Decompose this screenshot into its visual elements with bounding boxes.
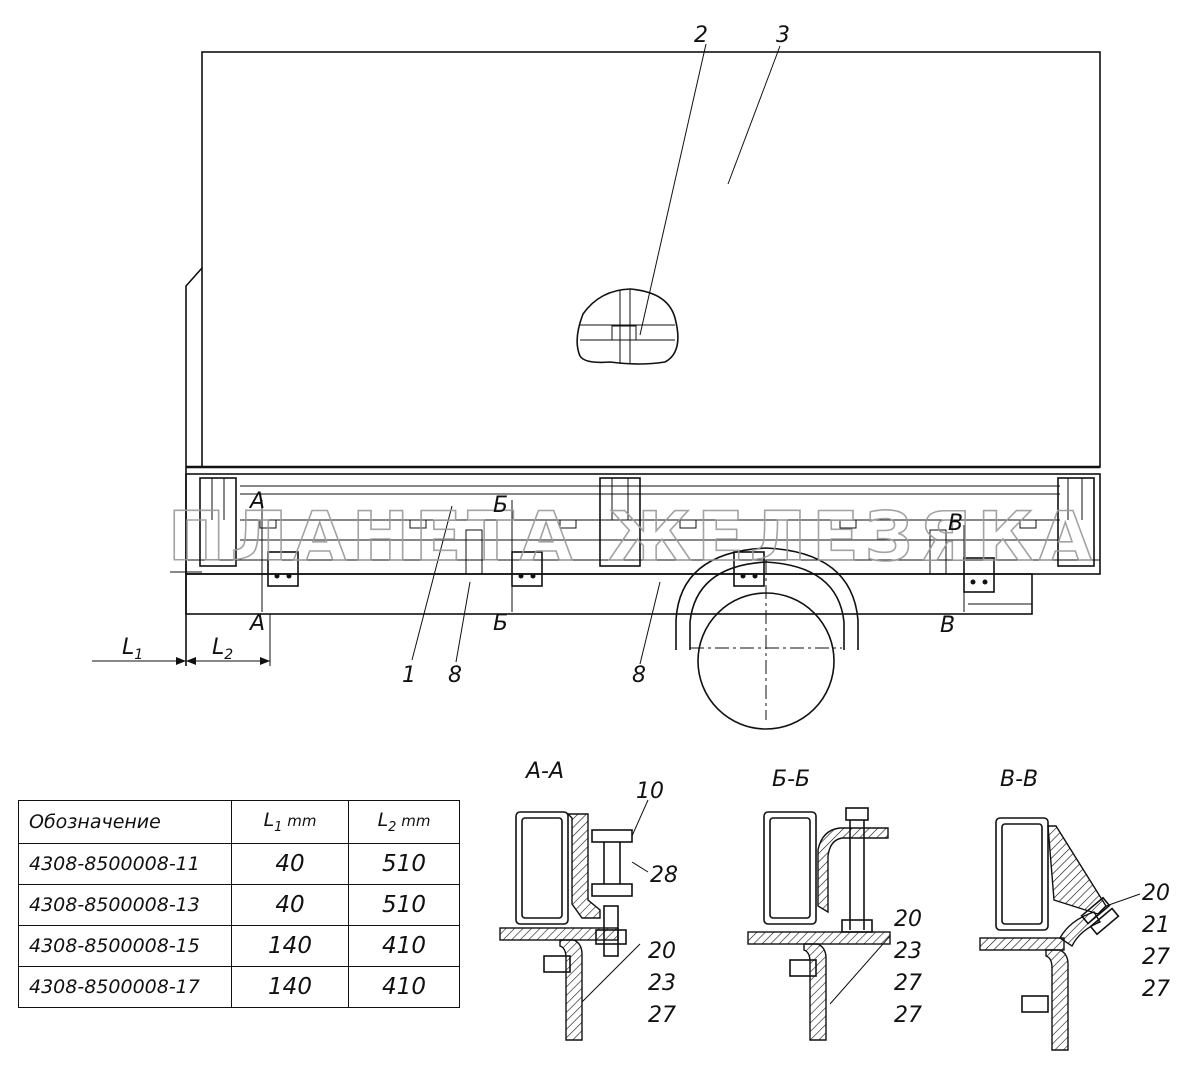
callout-aa-23: 23	[648, 971, 676, 996]
callout-aa-20: 20	[648, 939, 676, 964]
header-designation: Обозначение	[18, 800, 232, 844]
l1-cell: 40	[231, 843, 349, 885]
truck-body-side-view	[92, 43, 1101, 730]
l2-cell: 410	[348, 966, 460, 1008]
awning-panel	[201, 51, 1101, 468]
section-title-a-a: А-А	[524, 759, 564, 784]
callout-bb-23: 23	[894, 939, 922, 964]
section-title-v-v: В-В	[1000, 767, 1038, 792]
callout-vv-27-b: 27	[1142, 977, 1170, 1002]
designation-cell: 4308-8500008-17	[18, 966, 232, 1008]
callout-1: 1	[402, 663, 416, 688]
callout-vv-21: 21	[1142, 913, 1170, 938]
table-row: 4308-8500008-15 140 410	[18, 925, 460, 967]
section-view-a-a	[499, 799, 649, 1041]
callout-bb-20: 20	[894, 907, 922, 932]
watermark: ПЛАНЕТА ЖЕЛЕЗЯКА	[168, 498, 1098, 577]
callout-vv-20: 20	[1142, 881, 1170, 906]
section-mark-b-top: Б	[493, 493, 508, 518]
callout-vv-27-a: 27	[1142, 945, 1170, 970]
designation-cell: 4308-8500008-15	[18, 925, 232, 967]
table-row: 4308-8500008-17 140 410	[18, 966, 460, 1008]
callout-28: 28	[650, 863, 678, 888]
dimension-l2: L2	[212, 635, 233, 663]
l2-cell: 410	[348, 925, 460, 967]
table-row: 4308-8500008-11 40 510	[18, 843, 460, 885]
callout-bb-27-a: 27	[894, 971, 922, 996]
designation-cell: 4308-8500008-11	[18, 843, 232, 885]
section-mark-a-top: А	[248, 489, 265, 514]
callout-bb-27-b: 27	[894, 1003, 922, 1028]
header-l1: L1 mm	[231, 800, 349, 844]
section-mark-v-top: В	[948, 511, 963, 536]
designation-cell: 4308-8500008-13	[18, 884, 232, 926]
l1-cell: 140	[231, 925, 349, 967]
section-title-b-b: Б-Б	[772, 767, 810, 792]
table-row: 4308-8500008-13 40 510	[18, 884, 460, 926]
callout-3: 3	[776, 23, 790, 48]
wheel-fender	[675, 547, 859, 650]
section-mark-b-bottom: Б	[493, 611, 508, 636]
dimension-table: Обозначение L1 mm L2 mm 4308-8500008-11 …	[18, 800, 460, 1008]
callout-8-left: 8	[448, 663, 462, 688]
l2-cell: 510	[348, 884, 460, 926]
l1-cell: 40	[231, 884, 349, 926]
section-mark-a-bottom: А	[248, 611, 265, 636]
table-header-row: Обозначение L1 mm L2 mm	[18, 800, 460, 844]
section-view-b-b	[747, 807, 891, 1041]
cutaway-detail	[576, 288, 679, 365]
section-view-v-v	[979, 817, 1141, 1051]
l2-cell: 510	[348, 843, 460, 885]
section-mark-v-bottom: В	[940, 613, 955, 638]
callout-aa-27: 27	[648, 1003, 676, 1028]
l1-cell: 140	[231, 966, 349, 1008]
dimension-l1: L1	[122, 635, 143, 663]
callout-2: 2	[694, 23, 708, 48]
header-l2: L2 mm	[348, 800, 460, 844]
callout-10: 10	[636, 779, 664, 804]
callout-8-right: 8	[632, 663, 646, 688]
